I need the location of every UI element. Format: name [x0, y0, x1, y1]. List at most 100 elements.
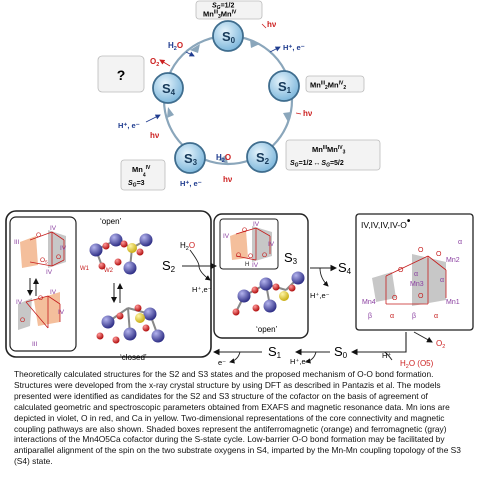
svg-text:O: O	[418, 293, 424, 300]
hv-label-1: hν	[303, 109, 313, 118]
h2o-o5-label: H2O (O5)	[400, 359, 434, 368]
hplus-e-label-3: H⁺, e⁻	[118, 121, 140, 130]
arrow-s4-o2	[413, 331, 433, 343]
svg-text:W1: W1	[80, 266, 90, 272]
mechanism-panel: ‘open’ ‘closed’ III IV IV IV O O5 O	[5, 210, 474, 368]
svg-text:O5: O5	[40, 257, 48, 265]
svg-text:MnIII3MnIV: MnIII3MnIV	[203, 10, 237, 21]
svg-text:O: O	[36, 232, 41, 239]
svg-text:S0: S0	[222, 29, 236, 45]
s4-unknown-box: ?	[97, 55, 145, 93]
s3-schematic: IV IV IV IV O O O O H	[223, 221, 275, 269]
hplus-e-s0s1: H⁺,e⁻	[290, 357, 310, 366]
svg-text:Mn3: Mn3	[410, 281, 424, 288]
closed-label-s2: ‘closed’	[120, 353, 147, 362]
hplus-s4s0: H⁺	[382, 351, 391, 360]
s4-oxidation-label: IV,IV,IV,IV-O•	[361, 216, 411, 230]
ring-arrow-0	[250, 40, 260, 48]
s2-open-schematic: III IV IV IV O O5 O	[14, 225, 67, 276]
state-node-s0: S0	[212, 20, 244, 52]
state-node-s1: S1	[268, 70, 300, 102]
s2-equilibrium-arrows	[27, 278, 39, 296]
svg-text:O: O	[418, 247, 424, 254]
svg-text:MnIIIMnIV3: MnIIIMnIV3	[312, 145, 346, 156]
svg-text:III: III	[32, 341, 38, 348]
state-node-s2: S2	[246, 141, 278, 173]
s2-closed-molecule	[96, 304, 165, 344]
h2o-label-s2s3: H2O	[180, 241, 195, 252]
ring-arrow-2	[218, 155, 228, 164]
svg-text:IV: IV	[253, 221, 260, 228]
ring-arrow-3	[167, 107, 174, 118]
svg-text:III: III	[14, 239, 20, 246]
svg-text:W2: W2	[104, 268, 114, 274]
svg-text:O: O	[436, 251, 442, 258]
o2-label-cycle: O2	[150, 57, 159, 68]
svg-text:O: O	[56, 254, 61, 261]
svg-text:Mn1: Mn1	[446, 299, 460, 306]
s3-molecule	[232, 271, 305, 316]
svg-text:S3: S3	[184, 151, 198, 167]
s3-label-box: Mn4IV SG=3	[120, 159, 166, 191]
svg-text:IV: IV	[50, 225, 57, 232]
svg-text:SG=1/2: SG=1/2	[212, 3, 234, 12]
svg-text:SG=3: SG=3	[128, 180, 145, 189]
o2-release-label: O2	[436, 339, 445, 350]
svg-text:H: H	[245, 262, 249, 268]
state-node-s4: S4	[152, 72, 184, 104]
svg-text:O: O	[398, 267, 404, 274]
svg-text:α: α	[434, 313, 438, 320]
s2-closed-schematic: IV IV IV III O O	[16, 289, 65, 348]
svg-text:O: O	[262, 252, 267, 259]
s0-state-label: S0	[334, 344, 348, 360]
s2-label-box: MnIIIMnIV3 SG=1/2↔SG=5/2	[285, 139, 381, 171]
figure-caption: Theoretically calculated structures for …	[14, 369, 461, 467]
s1-label-box: MnIII2MnIV2	[305, 75, 365, 93]
water-label-s4: H2O	[168, 41, 183, 52]
s4-schematic: Mn2 Mn3 Mn4 Mn1 α α α β α β α O O O O O	[362, 239, 462, 320]
svg-text:α: α	[440, 277, 444, 284]
s0-label-box: SG=1/2 MnIII3MnIV	[195, 0, 263, 21]
svg-text:Mn4IV: Mn4IV	[132, 165, 151, 179]
s1-state-label: S1	[268, 344, 282, 360]
svg-text:S4: S4	[162, 81, 176, 97]
s2-open-molecule: W1 W2	[80, 233, 153, 275]
svg-text:IV: IV	[252, 262, 259, 269]
svg-text:IV: IV	[16, 299, 23, 306]
svg-text:α: α	[414, 271, 418, 278]
arrow-s4-s0	[350, 332, 407, 356]
svg-text:Mn4: Mn4	[362, 299, 376, 306]
svg-text:MnIII2MnIV2: MnIII2MnIV2	[310, 81, 346, 92]
water-label-s2: H2O	[216, 153, 231, 164]
s3-panel-box	[213, 213, 309, 339]
figure: S0 S1 S2 S3 S4 SG=1/2 MnIII3MnIV MnIII2M…	[5, 0, 474, 368]
svg-text:O: O	[248, 253, 253, 260]
svg-text:O: O	[38, 295, 43, 302]
svg-text:S1: S1	[278, 79, 292, 95]
svg-text:O: O	[392, 295, 398, 302]
svg-text:IV: IV	[50, 289, 57, 296]
hplus-e-label-2: H⁺, e⁻	[180, 179, 202, 188]
hv-label-2: hν	[223, 175, 233, 184]
open-label-s2: ‘open’	[100, 217, 122, 226]
s3-schematic-box	[219, 218, 279, 270]
s2-schematic-box	[9, 216, 77, 352]
svg-text:O: O	[20, 317, 25, 324]
hv-label-3: hν	[150, 131, 160, 140]
hplus-e-s3s4: H⁺,e⁻	[310, 291, 330, 300]
svg-text:β: β	[368, 313, 372, 320]
e-minus-s1s2: e⁻	[218, 358, 226, 367]
svg-text:IV: IV	[223, 233, 230, 240]
svg-text:SG=1/2↔SG=5/2: SG=1/2↔SG=5/2	[290, 160, 344, 169]
svg-text:?: ?	[117, 67, 126, 83]
hv-label-0: hν	[267, 20, 277, 29]
svg-text:S2: S2	[256, 150, 270, 166]
s2-panel-box	[5, 210, 212, 358]
s4-panel-box	[355, 213, 474, 331]
svg-text:IV: IV	[268, 241, 275, 248]
svg-text:β: β	[412, 313, 416, 320]
open-label-s3: ‘open’	[256, 325, 278, 334]
s4-state-label: S4	[338, 260, 352, 276]
ring-arrow-4	[190, 44, 200, 53]
svg-text:IV: IV	[60, 245, 67, 252]
